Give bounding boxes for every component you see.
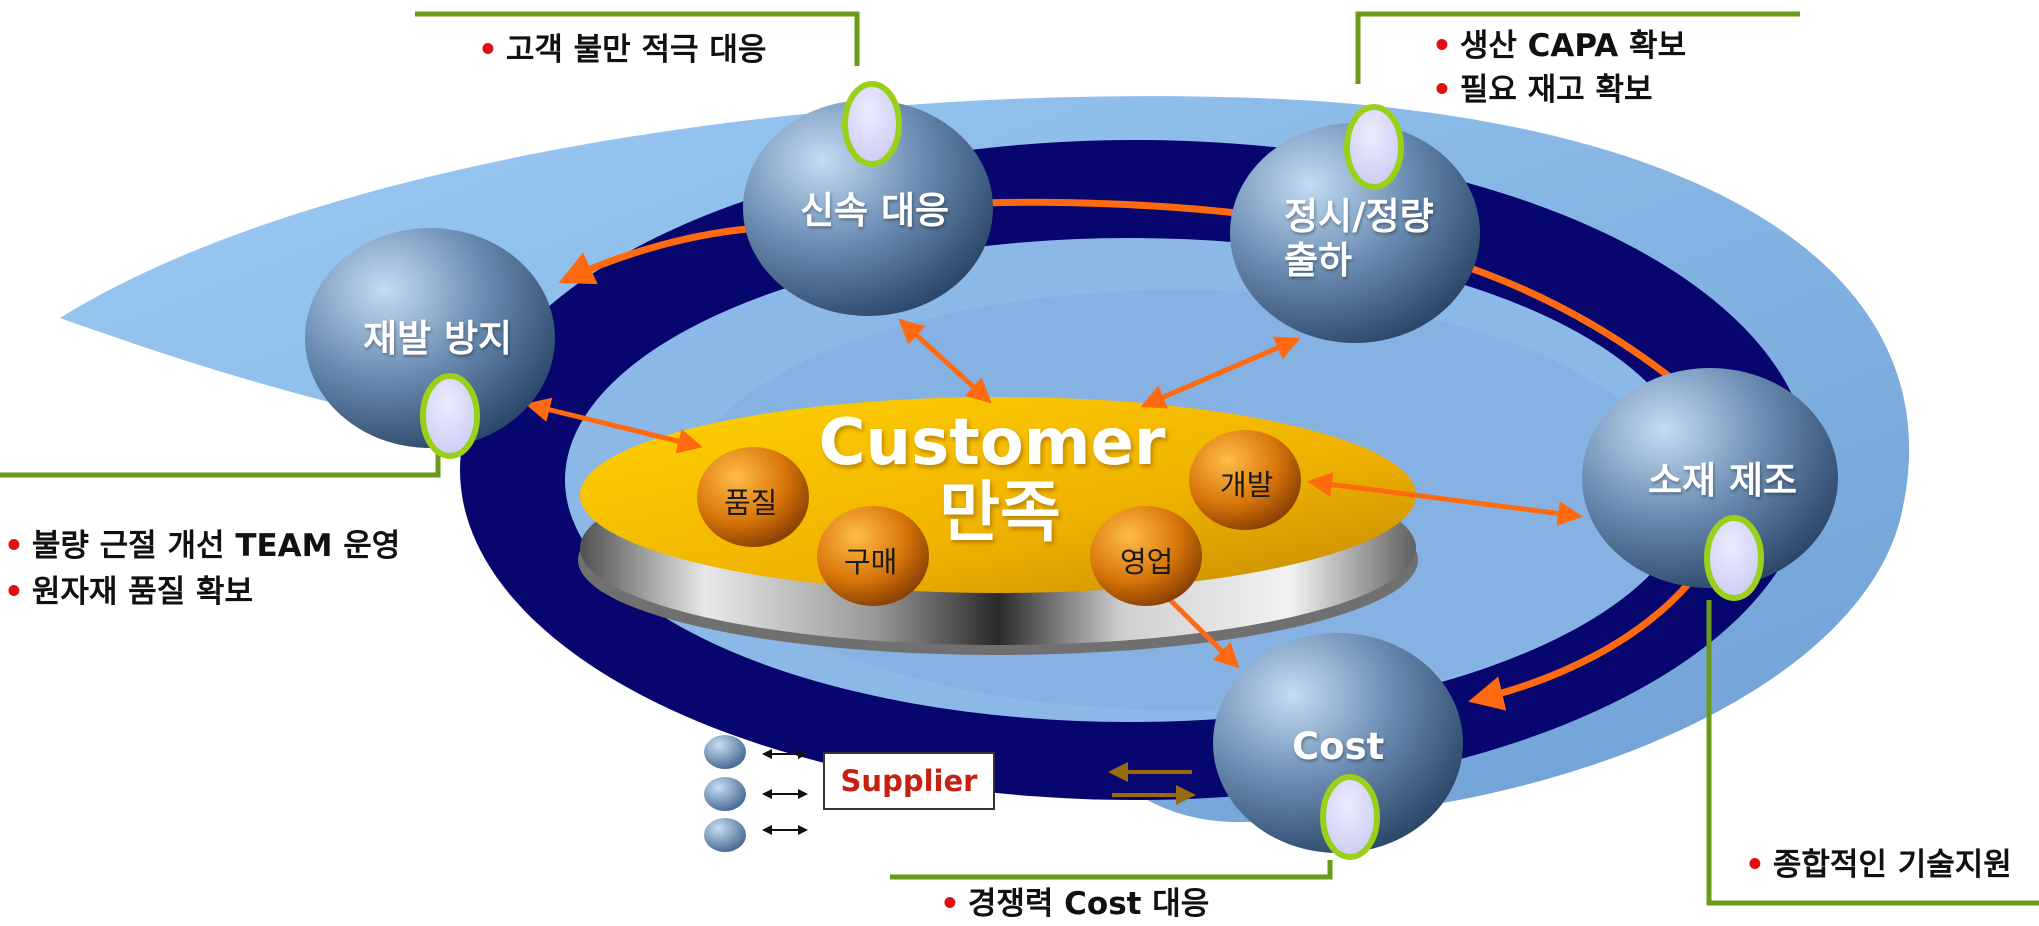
node-label-recurrence-prevention: 재발 방지 [363,317,513,360]
note-top-left-1: •고객 불만 적극 대응 [478,28,766,72]
node-label-rapid-response: 신속 대응 [800,189,950,232]
node-label-timely-shipment: 정시/정량 출하 [1284,195,1434,282]
note-bullet: • [478,32,498,68]
leader-line-top-left [415,11,860,66]
connector-timely-shipment [1140,336,1301,409]
sphere-material-manufacturing [1582,368,1838,588]
note-text: 원자재 품질 확보 [31,574,254,610]
dept-ball-quality [697,447,809,547]
supplier-box: Supplier [823,752,995,810]
sphere-rapid-response [743,100,993,316]
dept-label-sales: 영업 [1120,545,1174,579]
ring-cost [1320,774,1380,860]
ring-rapid-response [842,81,902,167]
note-bullet: • [1432,72,1452,108]
sphere-recurrence-prevention [305,228,555,448]
note-top-right-1: •생산 CAPA 확보 [1432,24,1686,68]
connector-material [1307,472,1583,526]
note-text: 종합적인 기술지원 [1772,847,2012,883]
dept-ball-sales [1090,506,1202,606]
node-label-cost: Cost [1292,725,1385,768]
note-bullet: • [1745,847,1765,883]
sphere-cost [1213,633,1463,853]
note-text: 생산 CAPA 확보 [1459,28,1687,64]
note-left-2: •원자재 품질 확보 [4,570,253,614]
note-text: 고객 불만 적극 대응 [505,32,767,68]
ring-timely-shipment [1344,104,1404,190]
connector-recurrence [525,397,703,454]
supplier-ball-3 [704,818,746,852]
dept-ball-development [1189,430,1301,530]
leader-line-right [1706,600,2039,906]
note-right-1: •종합적인 기술지원 [1745,843,2012,887]
connector-rapid-response [898,318,992,404]
note-text: 불량 근절 개선 TEAM 운영 [31,528,401,564]
dept-label-quality: 품질 [724,486,778,520]
note-bullet: • [1432,28,1452,64]
supplier-ball-1 [704,735,746,769]
center-title-line2: 만족 [939,474,1061,551]
leader-line-left [0,450,441,478]
note-bullet: • [940,886,960,922]
leader-line-bottom [890,860,1333,880]
leader-line-top-right [1355,11,1800,84]
dept-label-development: 개발 [1220,468,1274,502]
note-left-1: •불량 근절 개선 TEAM 운영 [4,524,400,568]
note-bullet: • [4,528,24,564]
note-bullet: • [4,574,24,610]
cycle-arrow-right [1468,264,1683,388]
dept-ball-purchasing [817,506,929,606]
dept-label-purchasing: 구매 [844,545,898,579]
note-bottom-1: •경쟁력 Cost 대응 [940,882,1209,926]
node-label-material-manufacturing: 소재 제조 [1648,459,1798,502]
cycle-arrow-bottom-right [1468,579,1693,711]
center-title-line1: Customer [818,406,1166,480]
cycle-arrow-left [558,224,761,285]
note-text: 경쟁력 Cost 대응 [967,886,1210,922]
sphere-timely-shipment [1230,123,1480,343]
note-top-right-2: •필요 재고 확보 [1432,68,1653,112]
ring-material-manufacturing [1704,515,1764,601]
supplier-ball-2 [704,777,746,811]
connector-cost [1166,596,1240,669]
ring-recurrence-prevention [420,373,480,459]
note-text: 필요 재고 확보 [1459,72,1653,108]
